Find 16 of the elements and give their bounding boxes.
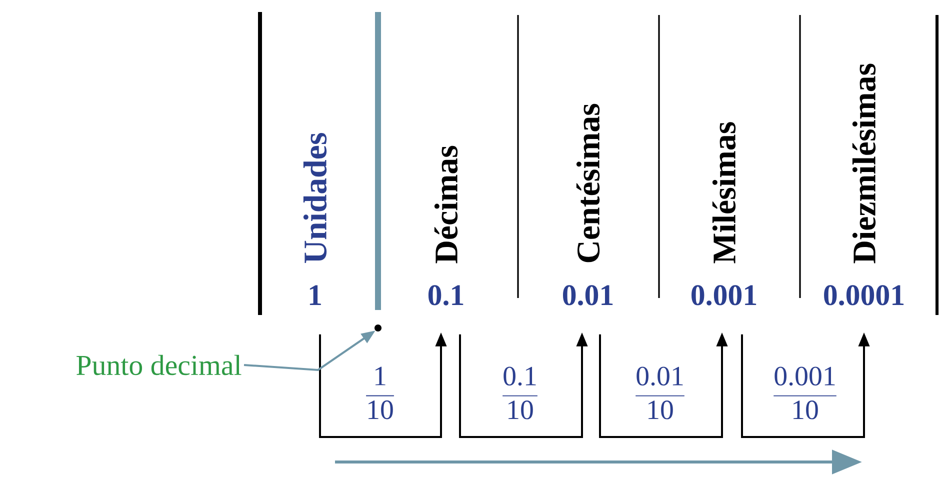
column-heading: Diezmilésimas	[852, 64, 876, 264]
place-value: 0.1	[428, 285, 464, 306]
place-value: 0.0001	[824, 285, 904, 306]
fraction: 0.1 10	[502, 366, 538, 420]
place-value: 1	[310, 285, 321, 305]
column-heading: Unidades	[303, 133, 327, 263]
fraction: 1 10	[366, 366, 394, 420]
column-heading: Milésimas	[712, 122, 736, 264]
fraction: 0.001 10	[773, 366, 837, 420]
column-heading: Centésimas	[576, 104, 600, 262]
fraction: 0.01 10	[635, 366, 685, 420]
place-value: 0.01	[563, 285, 613, 306]
decimal-point	[374, 324, 382, 332]
callout-text: Punto decimal	[76, 354, 242, 376]
column-heading: Décimas	[434, 146, 458, 264]
place-value: 0.001	[692, 285, 756, 306]
